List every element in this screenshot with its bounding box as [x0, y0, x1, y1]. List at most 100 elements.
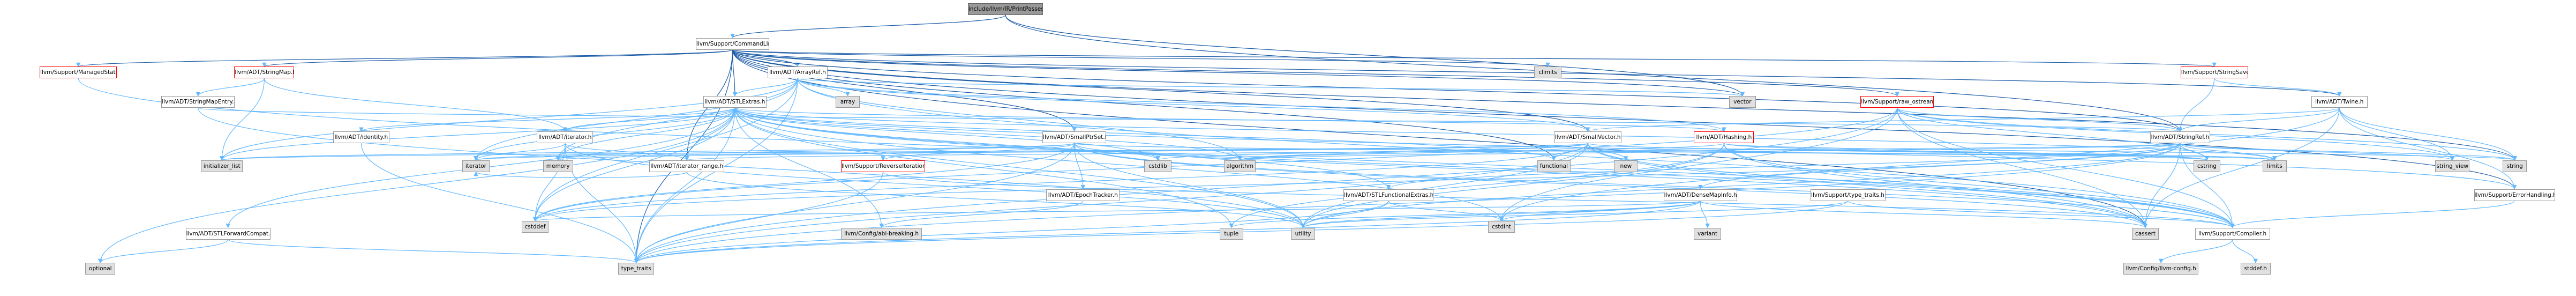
edge-stringmapentry-to-utility	[198, 108, 1305, 228]
node-stddef[interactable]: stddef.h	[2240, 263, 2271, 275]
edge-stlextras-to-cstddef	[532, 108, 735, 222]
node-tuple[interactable]: tuple	[1219, 227, 1243, 240]
edge-stlextras-to-iterator	[562, 107, 735, 132]
edge-stlextras-to-type-traits	[634, 108, 735, 264]
edge-stlfunctionalextras-to-cstdint	[1388, 201, 1504, 222]
edge-compiler-to-stddef	[2232, 239, 2258, 264]
node-stlextras[interactable]: llvm/ADT/STLExtras.h	[703, 96, 767, 108]
edge-smallvector-to-cstdlib	[1155, 143, 1588, 161]
edge-stlextras-to-functional	[734, 107, 1556, 161]
node-reverseiteration[interactable]: llvm/Support/ReverseIteration.h	[841, 160, 925, 172]
node-errorhandling[interactable]: llvm/Support/ErrorHandling.h	[2474, 189, 2555, 201]
edge-stringref-to-densemapinfo	[1698, 143, 2181, 190]
node-initializer-list[interactable]: initializer_list	[201, 160, 243, 172]
edge-smallvector-to-memory	[556, 143, 1588, 161]
node-functional[interactable]: functional	[1537, 160, 1571, 172]
edge-rawostream-to-cstddef	[533, 108, 1898, 222]
node-variant[interactable]: variant	[1694, 227, 1721, 240]
edge-stringref-to-limits	[2180, 143, 2277, 161]
node-iterator[interactable]: llvm/ADT/iterator.h	[537, 131, 594, 144]
node-commandline[interactable]: llvm/Support/CommandLine.h	[695, 38, 770, 50]
node-stringmap[interactable]: llvm/ADT/StringMap.h	[234, 66, 295, 79]
edge-smallvector-to-utility	[1301, 143, 1588, 228]
edge-stlextras-to-errorhandling	[734, 108, 2517, 190]
node-cassert[interactable]: cassert	[2131, 227, 2159, 240]
node-abibreaking[interactable]: llvm/Config/abi-breaking.h	[841, 227, 922, 240]
node-array[interactable]: array	[836, 96, 860, 108]
node-cstring[interactable]: cstring	[2193, 160, 2221, 172]
edge-twine-to-cstdint	[1499, 108, 2340, 222]
edge-hashing-to-cassert	[1723, 143, 2148, 228]
edge-arrayref-to-memory	[555, 78, 798, 161]
node-compiler[interactable]: llvm/Support/Compiler.h	[2195, 227, 2270, 240]
edge-reverseiteration-to-type-traits	[634, 172, 883, 264]
edge-iterator-to-cstddef	[532, 143, 566, 222]
node-densemapinfo[interactable]: llvm/ADT/DenseMapInfo.h	[1663, 189, 1737, 201]
node-rawostream[interactable]: llvm/Support/raw_ostream.h	[1860, 96, 1934, 108]
edge-iterator-range-to-utility	[686, 172, 1305, 228]
node-memory[interactable]: memory	[543, 160, 573, 172]
edge-arrayref-to-cstddef	[532, 78, 798, 222]
edge-stlfunctionalextras-to-type-traits	[634, 201, 1389, 264]
edge-commandline-to-cassert	[732, 49, 2148, 228]
node-epochtracker[interactable]: llvm/ADT/EpochTracker.h	[1046, 189, 1120, 201]
node-type-traits[interactable]: type_traits	[618, 263, 655, 275]
edge-densemapinfo-to-utility	[1301, 200, 1701, 228]
node-typetraits-llvm[interactable]: llvm/Support/type_traits.h	[1810, 189, 1886, 201]
edge-rawostream-to-type-traits	[634, 108, 1898, 264]
node-managedstatic[interactable]: llvm/Support/ManagedStatic.h	[40, 66, 117, 79]
edge-stringmapentry-to-stringref	[198, 107, 2182, 132]
node-stlforwardcompat[interactable]: llvm/ADT/STLForwardCompat.h	[185, 227, 271, 240]
node-optional[interactable]: optional	[85, 263, 116, 275]
edge-smallvector-to-cstddef	[533, 143, 1588, 222]
edge-root-to-commandline	[730, 14, 1006, 39]
node-iterator-std[interactable]: iterator	[462, 160, 490, 172]
node-stringref[interactable]: llvm/ADT/StringRef.h	[2150, 131, 2210, 144]
edge-stringmap-to-initializer-list	[220, 78, 265, 161]
edge-smallptrset-to-iterator-std	[474, 143, 1075, 161]
node-algorithm[interactable]: algorithm	[1224, 160, 1256, 172]
edge-smallptrset-to-cassert	[1074, 143, 2148, 228]
edge-stlextras-to-compiler	[734, 108, 2235, 228]
edge-arrayref-to-algorithm	[797, 78, 1242, 161]
node-cstddef[interactable]: cstddef	[521, 221, 549, 233]
node-hashing[interactable]: llvm/ADT/Hashing.h	[1694, 131, 1754, 144]
edge-typetraits-llvm-to-compiler	[1847, 200, 2235, 228]
node-stringmapentry[interactable]: llvm/ADT/StringMapEntry.h	[161, 96, 235, 108]
edge-typetraits-llvm-to-utility	[1301, 200, 1849, 228]
edge-stringref-to-algorithm	[1238, 143, 2181, 161]
edge-twine-to-stringref	[2177, 107, 2340, 132]
node-iterator-range[interactable]: llvm/ADT/iterator_range.h	[649, 160, 725, 172]
node-twine[interactable]: llvm/ADT/Twine.h	[2311, 96, 2368, 108]
node-stlfunctionalextras[interactable]: llvm/ADT/STLFunctionalExtras.h	[1343, 189, 1434, 201]
edge-stlextras-to-cstdint	[734, 108, 1504, 222]
node-string[interactable]: string	[2503, 160, 2527, 172]
node-llvmconfig[interactable]: llvm/Config/llvm-config.h	[2123, 263, 2199, 275]
edge-commandline-to-stringmap	[262, 49, 733, 68]
node-root[interactable]: include/llvm/IR/PrintPasses.h	[968, 3, 1043, 15]
node-smallvector[interactable]: llvm/ADT/SmallVector.h	[1554, 131, 1622, 144]
edge-hashing-to-cstring	[1723, 143, 2209, 161]
node-smallptrset[interactable]: llvm/ADT/SmallPtrSet.h	[1042, 131, 1107, 144]
edge-iterator-to-utility	[565, 143, 1305, 228]
node-string-view[interactable]: string_view	[2435, 160, 2470, 172]
node-limits[interactable]: limits	[2263, 160, 2287, 172]
node-climits[interactable]: climits	[1534, 66, 1561, 79]
edge-commandline-to-arrayref	[732, 49, 800, 68]
node-arrayref[interactable]: llvm/ADT/ArrayRef.h	[768, 66, 828, 79]
node-identity[interactable]: llvm/ADT/identity.h	[333, 131, 389, 144]
edge-stlforwardcompat-to-type-traits	[228, 239, 639, 264]
edge-smallptrset-to-initializer-list	[220, 143, 1075, 161]
node-cstdlib[interactable]: cstdlib	[1144, 160, 1171, 172]
edge-commandline-to-smallvector	[732, 49, 1590, 132]
edge-stlextras-to-limits	[734, 107, 2277, 161]
node-utility[interactable]: utility	[1291, 227, 1315, 240]
edge-smallvector-to-type-traits	[634, 143, 1588, 264]
node-new[interactable]: new	[1614, 160, 1638, 172]
node-stringsaver[interactable]: llvm/Support/StringSaver.h	[2180, 66, 2248, 79]
node-vector[interactable]: vector	[1729, 96, 1756, 108]
node-cstdint[interactable]: cstdint	[1488, 221, 1515, 233]
edge-smallvector-to-new	[1587, 143, 1628, 161]
